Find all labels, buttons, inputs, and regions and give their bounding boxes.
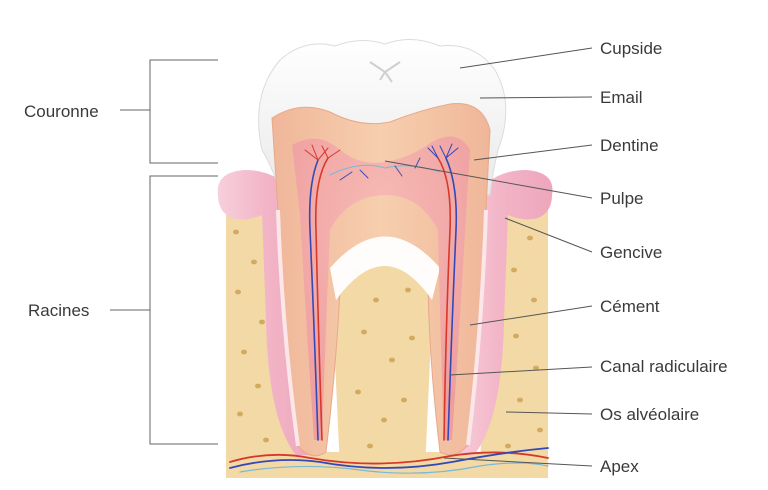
leader-cusp <box>459 47 593 69</box>
bone-pore <box>527 235 533 241</box>
bone-pore <box>401 397 407 403</box>
label-cementum: Cément <box>600 297 660 316</box>
leader-dentin <box>473 144 593 161</box>
bone-pore <box>537 427 543 433</box>
cementum-left <box>276 209 300 447</box>
cusp-fissure <box>369 61 401 83</box>
bone-pore <box>513 333 519 339</box>
bone-pore <box>237 411 243 417</box>
bone-pore <box>255 383 261 389</box>
label-roots: Racines <box>28 301 89 320</box>
bone-pore <box>405 287 411 293</box>
label-dentin: Dentine <box>600 136 659 155</box>
label-gum: Gencive <box>600 243 662 262</box>
label-apex: Apex <box>600 457 639 476</box>
bone-pore <box>511 267 517 273</box>
bone-pore <box>409 335 415 341</box>
bone-pore <box>373 297 379 303</box>
bone-pore <box>381 417 387 423</box>
roots-bracket <box>149 175 218 445</box>
bone-pore <box>241 349 247 355</box>
bone-pore <box>361 329 367 335</box>
pulp <box>292 136 470 441</box>
bone-pore <box>259 319 265 325</box>
crown-bracket <box>149 59 218 164</box>
leader-pulp <box>384 160 593 199</box>
bone-pore <box>355 389 361 395</box>
bone-pore <box>235 289 241 295</box>
leader-alveolar-bone <box>505 411 593 415</box>
leader-gum <box>504 217 593 253</box>
label-enamel: Email <box>600 88 643 107</box>
inter-root-area <box>330 236 440 300</box>
brackets <box>110 59 218 445</box>
bone-pore <box>263 437 269 443</box>
cementum <box>466 209 488 446</box>
leader-enamel <box>479 96 593 99</box>
bone-pore <box>251 259 257 265</box>
leader-apex <box>443 457 593 467</box>
leader-lines <box>384 47 593 467</box>
leader-cementum <box>469 305 593 326</box>
bone-pore <box>367 443 373 449</box>
bone-pore <box>533 365 539 371</box>
bone-pore <box>233 229 239 235</box>
bone-pore <box>389 357 395 363</box>
label-crown: Couronne <box>24 102 99 121</box>
leader-root-canal <box>449 366 593 376</box>
bone-pore <box>517 397 523 403</box>
bone-pore <box>531 297 537 303</box>
label-root-canal: Canal radiculaire <box>600 357 728 376</box>
bone-pores <box>233 207 543 449</box>
label-cusp: Cupside <box>600 39 662 58</box>
bone-pore <box>505 443 511 449</box>
label-alveolar-bone: Os alvéolaire <box>600 405 699 424</box>
label-pulp: Pulpe <box>600 189 643 208</box>
